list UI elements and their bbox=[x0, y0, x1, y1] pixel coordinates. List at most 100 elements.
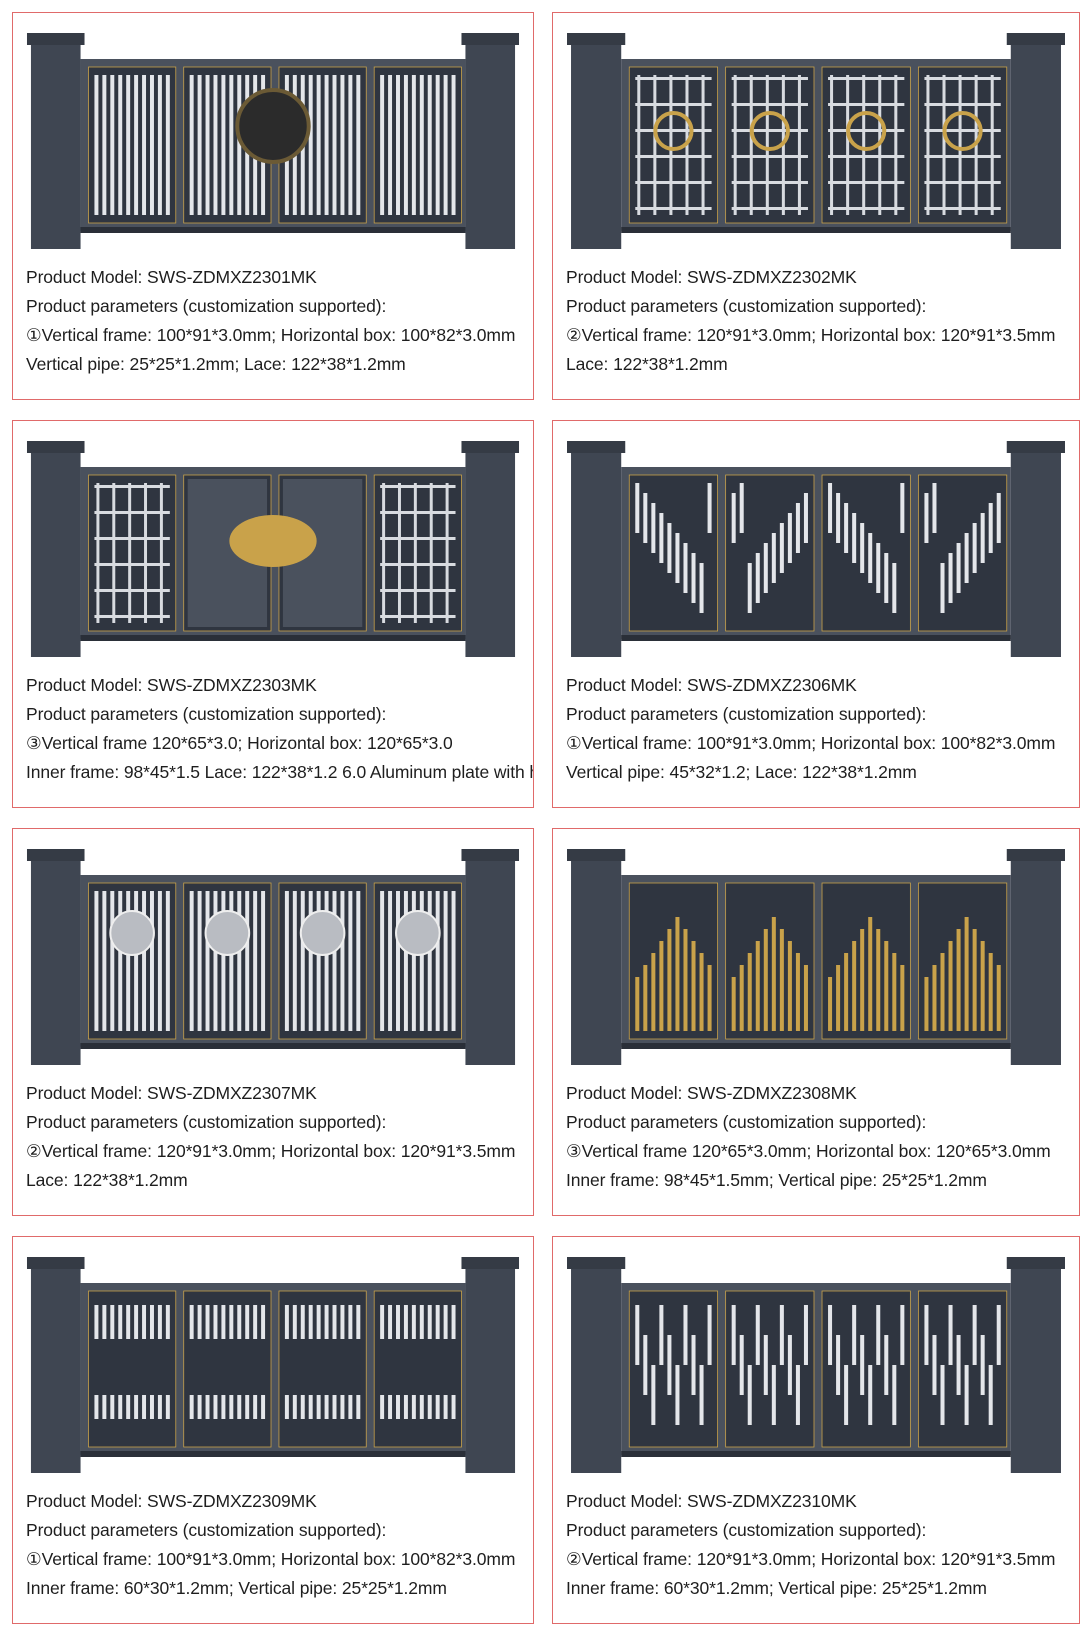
lattice-bar bbox=[380, 485, 456, 488]
gate-slat bbox=[356, 891, 361, 1031]
gate-slat bbox=[435, 891, 440, 1031]
right-pillar-cap bbox=[461, 33, 520, 45]
lattice-bar bbox=[96, 483, 100, 623]
lattice-bar bbox=[828, 207, 905, 210]
gate-slat bbox=[134, 1395, 139, 1419]
gate-slat bbox=[900, 1305, 905, 1365]
left-pillar-cap bbox=[26, 441, 85, 453]
gate-slat bbox=[948, 941, 953, 1031]
gate-slat bbox=[388, 75, 393, 215]
product-model: Product Model: SWS-ZDMXZ2308MK bbox=[566, 1083, 857, 1103]
gate-slat bbox=[332, 1305, 337, 1339]
gate-slat bbox=[980, 513, 985, 563]
gate-slat bbox=[860, 929, 865, 1031]
gate-slat bbox=[110, 1305, 115, 1339]
gate-slat bbox=[134, 891, 139, 1031]
gate-slat bbox=[94, 1395, 99, 1419]
gate-slat bbox=[988, 503, 993, 553]
gate-slat bbox=[356, 75, 361, 215]
lattice-bar bbox=[749, 75, 753, 215]
lattice-bar bbox=[94, 563, 170, 566]
gate-slat bbox=[755, 553, 760, 603]
lattice-bar bbox=[894, 75, 898, 215]
gate-slat bbox=[205, 75, 210, 215]
gate-illustration bbox=[567, 1257, 1065, 1473]
left-pillar bbox=[571, 855, 622, 1065]
gate-slat bbox=[110, 891, 115, 1031]
gate-slat bbox=[435, 1305, 440, 1339]
gate-slat bbox=[643, 965, 648, 1031]
gate-slat bbox=[852, 1305, 857, 1365]
gate-leaf bbox=[821, 882, 911, 1040]
gate-slat bbox=[803, 1305, 808, 1365]
lattice-bar bbox=[828, 103, 905, 106]
gate-slat bbox=[134, 1305, 139, 1339]
gate-slat bbox=[836, 493, 841, 543]
gate-slat bbox=[332, 75, 337, 215]
gate-slat bbox=[403, 1305, 408, 1339]
gate-slat bbox=[795, 503, 800, 553]
product-params-line1: ②Vertical frame: 120*91*3.0mm; Horizonta… bbox=[26, 1141, 516, 1161]
gate-slat bbox=[403, 1395, 408, 1419]
product-params-title: Product parameters (customization suppor… bbox=[26, 704, 387, 724]
gate-slat bbox=[149, 1395, 154, 1419]
gate-slat bbox=[763, 543, 768, 593]
gate-slat bbox=[396, 1305, 400, 1339]
product-image bbox=[565, 1245, 1067, 1485]
gate-slat bbox=[284, 891, 289, 1031]
gold-ornament bbox=[846, 111, 887, 151]
right-pillar-cap bbox=[461, 849, 520, 861]
lattice-bar bbox=[94, 485, 170, 488]
product-params-line2: Vertical pipe: 25*25*1.2mm; Lace: 122*38… bbox=[26, 354, 406, 374]
gate-slat bbox=[707, 1305, 712, 1365]
gate-slat bbox=[435, 75, 440, 215]
lattice-bar bbox=[765, 75, 769, 215]
gate-slat bbox=[876, 929, 881, 1031]
left-pillar bbox=[30, 39, 81, 249]
gate-slat bbox=[667, 929, 672, 1031]
gate-slat bbox=[707, 483, 712, 533]
gate-slat bbox=[284, 1395, 289, 1419]
gate-slat bbox=[860, 523, 865, 573]
left-pillar bbox=[571, 1263, 622, 1473]
right-pillar bbox=[465, 447, 516, 657]
gate-slat bbox=[165, 1395, 170, 1419]
left-pillar-cap bbox=[567, 849, 626, 861]
gate-slat bbox=[229, 891, 234, 1031]
gate-slat bbox=[94, 1305, 99, 1339]
lattice-bar bbox=[380, 537, 456, 540]
product-image bbox=[25, 21, 521, 261]
gate-slat bbox=[932, 965, 937, 1031]
gate-slat bbox=[221, 1395, 226, 1419]
gate-illustration bbox=[26, 441, 520, 657]
product-params-title: Product parameters (customization suppor… bbox=[566, 704, 927, 724]
product-image bbox=[565, 429, 1067, 669]
gate-slat bbox=[197, 1305, 202, 1339]
gate-slat bbox=[245, 891, 250, 1031]
gate-slat bbox=[988, 953, 993, 1031]
gate-slat bbox=[787, 1335, 792, 1395]
gate-slat bbox=[932, 483, 937, 533]
gate-slat bbox=[659, 513, 664, 563]
lattice-bar bbox=[635, 103, 712, 106]
gold-emblem bbox=[229, 515, 317, 567]
gate-slat bbox=[205, 891, 210, 1031]
gate-slat bbox=[803, 493, 808, 543]
gate-slat bbox=[675, 917, 680, 1031]
lattice-bar bbox=[924, 207, 1001, 210]
gate-slat bbox=[126, 75, 131, 215]
gate-slat bbox=[340, 1395, 345, 1419]
gate-slat bbox=[189, 1305, 194, 1339]
lattice-bar bbox=[731, 103, 808, 106]
gate-slat bbox=[221, 75, 226, 215]
lattice-bar bbox=[990, 75, 994, 215]
product-model: Product Model: SWS-ZDMXZ2302MK bbox=[566, 267, 857, 287]
gate-slat bbox=[356, 1305, 361, 1339]
product-model: Product Model: SWS-ZDMXZ2309MK bbox=[26, 1491, 317, 1511]
left-pillar-cap bbox=[26, 33, 85, 45]
lattice-bar bbox=[862, 75, 866, 215]
product-params-line1: ③Vertical frame 120*65*3.0mm; Horizontal… bbox=[566, 1141, 1051, 1161]
gate-slat bbox=[197, 75, 202, 215]
gate-slat bbox=[189, 891, 194, 1031]
gate-slat bbox=[142, 891, 147, 1031]
